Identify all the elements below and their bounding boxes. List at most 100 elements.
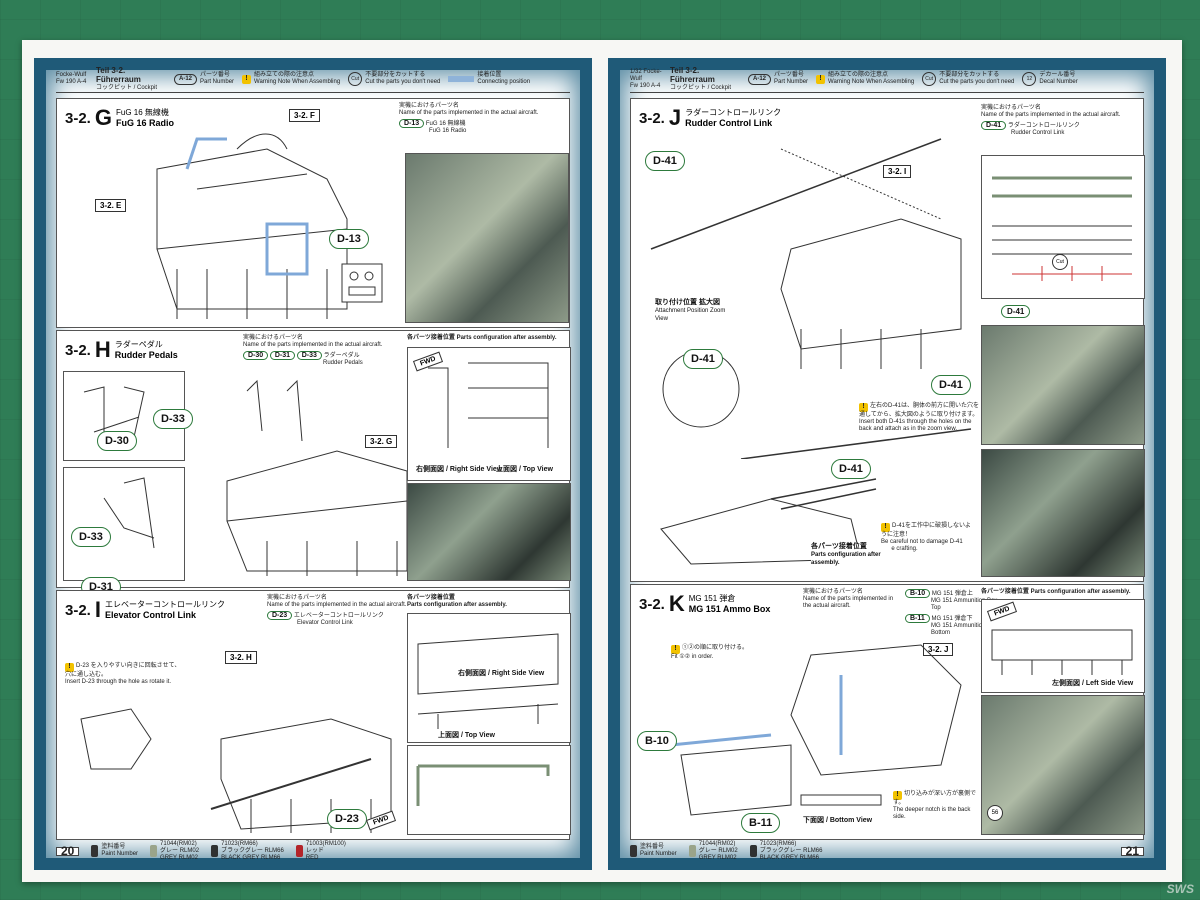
watermark-logo: SWS (1166, 882, 1194, 896)
paint-name-jp: ブラックグレー RLM66 (221, 847, 284, 854)
cockpit-sketch-g (156, 133, 348, 319)
callout-d-41-d: D-41 (831, 459, 871, 479)
section-name-en: Rudder Pedals (114, 350, 178, 360)
part-tag-b-10: B-10 (905, 589, 931, 598)
cfg-jp: 各パーツ接着位置 (407, 595, 455, 601)
page-number: 20 (56, 845, 80, 857)
radio-photo (405, 153, 569, 323)
cfg-en: Parts configuration after assembly. (407, 602, 507, 608)
reference-box-j: 3-2. J (923, 643, 954, 656)
reference-box-f: 3-2. F (289, 109, 320, 122)
paint-label-jp: 塗料番号 (640, 844, 665, 850)
note-jp: D-23 を入りやすい向きに回転させて、穴に通し込む。 (65, 663, 181, 678)
paint-name-jp: グレー RLM02 (160, 847, 200, 854)
teil-title-text: Teil 3-2. Führerraum (96, 65, 141, 84)
callout-b-11: B-11 (741, 813, 781, 833)
part-name-jp: FuG 16 無線機 (425, 121, 466, 127)
part-tag-d-33: D-33 (296, 351, 322, 360)
legend-en: Part Number (774, 79, 809, 85)
section-number: 3-2. (639, 595, 665, 613)
part-name-en: MG 151 Ammunition Box Top (931, 598, 998, 611)
note-en: Insert D-23 through the hole as rotate i… (65, 679, 172, 685)
bottle-icon (91, 845, 99, 857)
cfg-jp: 各パーツ接着位置 (811, 543, 867, 550)
cockpit-sketch-k (670, 644, 962, 816)
note-en: Be careful not to damage D-41 while craf… (881, 539, 963, 552)
model-brand: Focke-Wulf (56, 72, 87, 78)
teil-title: Teil 3-2. Führerraum コックピット / Cockpit (96, 66, 166, 93)
callout-d-33: D-33 (153, 409, 193, 429)
instruction-sheet: Focke-Wulf Fw 190 A-4 Teil 3-2. Führerra… (22, 40, 1182, 882)
section-number: 3-2. (639, 109, 665, 127)
paint-code: 71003(RM100) (305, 840, 346, 847)
link-part-box (407, 745, 571, 835)
cfg-en: Parts configuration after assembly. (811, 552, 881, 566)
impl-jp: 実機におけるパーツ名 (243, 335, 303, 341)
impl-jp: 実機におけるパーツ名 (803, 589, 863, 595)
config-caption-k: 各パーツ接着位置 Parts configuration after assem… (981, 589, 1143, 596)
impl-block-k: 実機におけるパーツ名 Name of the parts implemented… (803, 589, 903, 610)
note-k-notch: !切り込みが深い方が裏側です。The deeper notch is the b… (893, 791, 983, 821)
callout-d-13: D-13 (329, 229, 369, 249)
section-name-jp: MG 151 弾倉 (688, 594, 736, 603)
warning-icon: ! (671, 645, 680, 654)
impl-block-g: 実機におけるパーツ名 Name of the parts implemented… (399, 103, 569, 135)
impl-en: Name of the parts implemented in the act… (803, 596, 894, 609)
part-number-sample: A-12 (748, 73, 772, 85)
section-number: 3-2. (65, 341, 91, 359)
config-caption-h: 各パーツ接着位置 Parts configuration after assem… (407, 335, 567, 342)
note-jp: 左右のD-41は、胴体の前方に開いた穴を通してから、拡大図のように取り付けます。 (859, 403, 980, 418)
section-name-en: Rudder Control Link (685, 118, 773, 128)
teil-subtitle: コックピット / Cockpit (670, 84, 732, 91)
view-en: Top View (464, 732, 495, 739)
cockpit-sketch-j (650, 138, 972, 459)
cockpit-sketch-j2 (660, 478, 877, 565)
warning-icon: ! (893, 791, 902, 800)
part-tag-d-31: D-31 (269, 351, 296, 360)
cfg-jp: 各パーツ接着位置 (981, 589, 1029, 595)
cut-icon: Cut (922, 72, 937, 86)
paint-code: 71044(RM02) (160, 840, 197, 847)
warning-icon: ! (859, 403, 868, 412)
pedal-photo (407, 483, 571, 581)
pedal-detail-box-2 (63, 467, 185, 581)
reference-box-g: 3-2. G (365, 435, 398, 448)
paint-name-en: RED (305, 854, 319, 861)
legend-jp: 組み立ての際の注意点 (254, 72, 315, 78)
impl-jp: 実機におけるパーツ名 (399, 103, 459, 109)
bottom-view-label: 下面図 / Bottom View (803, 817, 873, 824)
legend-en: Connecting position (477, 79, 531, 85)
impl-jp: 実機におけるパーツ名 (267, 595, 327, 601)
page-number: 21 (1120, 845, 1144, 857)
rod-detail-box: Cut (981, 155, 1145, 299)
part-tag-d-41: D-41 (981, 121, 1007, 130)
paint-name-jp: グレー RLM02 (698, 847, 738, 854)
position-swatch-icon (448, 76, 475, 82)
zoom-jp: 取り付け位置 拡大図 (655, 299, 720, 306)
note-k-order: !①②の順に取り付ける。Fit ①② in order. (671, 645, 771, 661)
legend-en: Warning Note When Assembling (254, 79, 341, 85)
teil-title: Teil 3-2. Führerraum コックピット / Cockpit (670, 66, 740, 93)
decal-icon: 56 (987, 805, 1003, 821)
page-21: 1/32 Focke-Wulf Fw 190 A-4 Teil 3-2. Füh… (608, 58, 1166, 870)
section-name-jp: ラダーコントロールリンク (685, 108, 782, 117)
legend-jp: デカール番号 (1039, 72, 1076, 78)
teil-subtitle: コックピット / Cockpit (96, 84, 158, 91)
section-name-en: Elevator Control Link (104, 610, 196, 620)
config-box-h: FWD 右側面図 / Right Side View 上面図 / Top Vie… (407, 347, 571, 481)
part-name-jp: MG 151 弾倉下 (931, 616, 973, 622)
